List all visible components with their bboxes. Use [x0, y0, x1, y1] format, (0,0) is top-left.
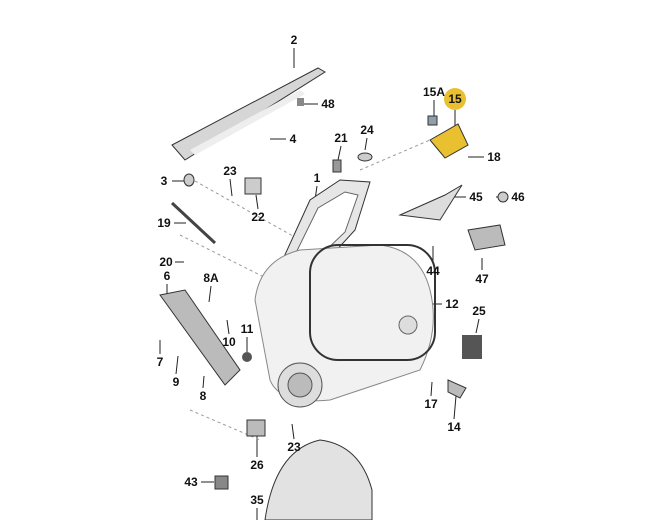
- callout-26[interactable]: 26: [250, 458, 264, 472]
- callout-21[interactable]: 21: [334, 131, 348, 145]
- callout-1[interactable]: 1: [313, 171, 321, 185]
- callout-6[interactable]: 6: [163, 269, 171, 283]
- callout-8[interactable]: 8: [199, 389, 207, 403]
- callout-3[interactable]: 3: [160, 174, 168, 188]
- callout-10[interactable]: 10: [222, 335, 236, 349]
- callout-15a[interactable]: 15A: [422, 85, 446, 99]
- callout-19[interactable]: 19: [157, 216, 171, 230]
- callout-18[interactable]: 18: [487, 150, 501, 164]
- callout-44[interactable]: 44: [426, 264, 440, 278]
- callout-47[interactable]: 47: [475, 272, 489, 286]
- callout-24[interactable]: 24: [360, 123, 374, 137]
- callout-14[interactable]: 14: [447, 420, 461, 434]
- callout-11[interactable]: 11: [240, 322, 254, 336]
- callout-2[interactable]: 2: [290, 33, 298, 47]
- callout-43[interactable]: 43: [184, 475, 198, 489]
- callout-23[interactable]: 23: [223, 164, 237, 178]
- callout-15[interactable]: 15: [444, 88, 466, 110]
- callout-46[interactable]: 46: [511, 190, 525, 204]
- callout-48[interactable]: 48: [321, 97, 335, 111]
- callout-20[interactable]: 20: [159, 255, 173, 269]
- callout-12[interactable]: 12: [445, 297, 459, 311]
- callout-4[interactable]: 4: [289, 132, 297, 146]
- callout-45[interactable]: 45: [469, 190, 483, 204]
- callout-8a[interactable]: 8A: [203, 271, 219, 285]
- callout-17[interactable]: 17: [424, 397, 438, 411]
- callout-25[interactable]: 25: [472, 304, 486, 318]
- callout-35[interactable]: 35: [250, 493, 264, 507]
- callout-22[interactable]: 22: [251, 210, 265, 224]
- callout-9[interactable]: 9: [172, 375, 180, 389]
- callout-7[interactable]: 7: [156, 355, 164, 369]
- callout-23[interactable]: 23: [287, 440, 301, 454]
